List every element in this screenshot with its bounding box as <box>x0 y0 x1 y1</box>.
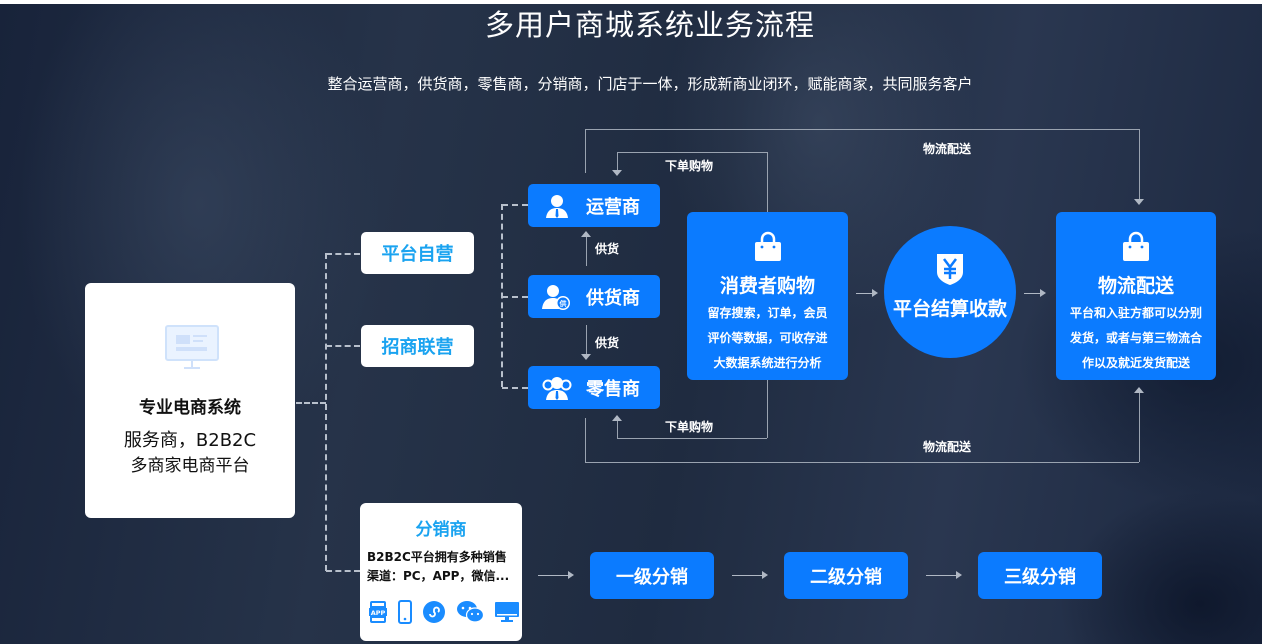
connector-main <box>296 402 326 404</box>
svg-text:供: 供 <box>559 299 567 308</box>
arrow-down-icon <box>612 170 622 176</box>
wechat-icon <box>457 601 484 623</box>
shopping-bag-icon <box>754 231 781 261</box>
mode-merchant-joint[interactable]: 招商联营 <box>361 325 474 367</box>
order-bottom-line-right <box>767 380 768 438</box>
main-card-title: 专业电商系统 <box>139 398 241 418</box>
logistics-bottom-line-right <box>1139 393 1140 462</box>
supplier-user-icon: 供 <box>542 284 572 310</box>
users-group-icon <box>542 375 572 401</box>
arrow-right-icon <box>856 289 878 297</box>
distributor-card[interactable]: 分销商 B2B2C平台拥有多种销售 渠道：PC，APP，微信... APP <box>360 503 522 641</box>
consumer-desc-line: 评价等数据，可收存进 <box>707 331 828 345</box>
level-1-distribution[interactable]: 一级分销 <box>590 552 714 599</box>
settlement-title: 平台结算收款 <box>892 298 1007 320</box>
order-top-line-h <box>617 152 767 153</box>
arrow-right-icon <box>926 571 962 579</box>
main-card-line2: 服务商，B2B2C <box>123 430 257 451</box>
logistics-card[interactable]: 物流配送 平台和入驻方都可以分别 发货，或者与第三物流合 作以及就近发货配送 <box>1056 212 1216 380</box>
arrow-down-icon <box>581 354 591 360</box>
platform-settlement-circle[interactable]: 平台结算收款 <box>884 226 1016 358</box>
consumer-shopping-card[interactable]: 消费者购物 留存搜索，订单，会员 评价等数据，可收存进 大数据系统进行分析 <box>687 212 848 380</box>
page-subtitle: 整合运营商，供货商，零售商，分销商，门店于一体，形成新商业闭环，赋能商家，共同服… <box>327 75 973 93</box>
order-bottom-label: 下单购物 <box>665 420 714 434</box>
user-icon <box>542 193 572 219</box>
role-supplier[interactable]: 供 供货商 <box>528 275 660 318</box>
logistics-top-label: 物流配送 <box>923 142 972 156</box>
arrow-up-icon <box>1134 387 1144 393</box>
role-supplier-label: 供货商 <box>586 287 640 309</box>
svg-text:APP: APP <box>371 609 386 617</box>
role-operator[interactable]: 运营商 <box>528 184 660 227</box>
connector-mode-2 <box>326 345 360 347</box>
arrow-down-icon <box>1134 199 1144 205</box>
logistics-top-line-right <box>1139 129 1140 199</box>
distributor-desc-line: 渠道：PC，APP，微信... <box>367 569 510 583</box>
level-3-distribution[interactable]: 三级分销 <box>978 552 1102 599</box>
order-top-label: 下单购物 <box>665 159 714 173</box>
page-title: 多用户商城系统业务流程 <box>484 8 815 42</box>
logistics-desc-line: 作以及就近发货配送 <box>1081 356 1190 370</box>
order-bottom-line-left <box>617 420 618 438</box>
arrow-right-icon <box>732 571 768 579</box>
arrow-up-icon <box>581 231 591 237</box>
distributor-desc-line: B2B2C平台拥有多种销售 <box>367 550 507 564</box>
monitor-icon <box>165 325 219 369</box>
order-bottom-line-h <box>617 438 767 439</box>
main-card-line3: 多商家电商平台 <box>130 456 250 476</box>
supply-arrow-up-line <box>586 236 587 266</box>
role-operator-label: 运营商 <box>586 196 640 218</box>
arrow-up-icon <box>612 415 622 421</box>
mobile-icon <box>398 600 412 624</box>
supply-arrow-down-line <box>586 325 587 355</box>
yen-shield-icon <box>937 254 963 285</box>
logistics-bottom-line-left <box>585 418 586 462</box>
order-top-line-left <box>617 152 618 170</box>
arrow-right-icon <box>538 571 574 579</box>
pc-monitor-icon <box>495 602 519 622</box>
logistics-desc-line: 平台和入驻方都可以分别 <box>1069 306 1202 320</box>
mini-program-icon <box>423 601 445 623</box>
connector-role-3 <box>502 387 528 389</box>
consumer-desc-line: 大数据系统进行分析 <box>713 356 822 370</box>
level-2-distribution[interactable]: 二级分销 <box>784 552 908 599</box>
supply-label-up: 供货 <box>595 242 620 256</box>
logistics-title: 物流配送 <box>1097 275 1174 297</box>
arrow-right-icon <box>1024 289 1046 297</box>
supply-label-down: 供货 <box>595 336 620 350</box>
logistics-bottom-label: 物流配送 <box>923 440 972 454</box>
logistics-bottom-line-h <box>585 462 1139 463</box>
consumer-title: 消费者购物 <box>719 275 815 297</box>
main-system-card: 专业电商系统 服务商，B2B2C 多商家电商平台 <box>85 283 295 518</box>
role-retailer-label: 零售商 <box>586 378 640 400</box>
shopping-bag-icon <box>1123 231 1149 261</box>
connector-role-1 <box>502 204 528 206</box>
connector-roles-trunk <box>501 204 503 387</box>
logistics-top-line-h <box>585 129 1139 130</box>
role-retailer[interactable]: 零售商 <box>528 366 660 409</box>
consumer-desc-line: 留存搜索，订单，会员 <box>707 306 828 320</box>
distributor-title: 分销商 <box>415 520 467 540</box>
logistics-top-line-left <box>585 129 586 173</box>
connector-role-2 <box>502 296 528 298</box>
app-icon: APP <box>369 601 387 623</box>
connector-trunk <box>325 253 327 571</box>
order-top-line-right <box>767 152 768 212</box>
connector-distributor <box>326 570 360 572</box>
logistics-desc-line: 发货，或者与第三物流合 <box>1069 331 1202 345</box>
connector-mode-1 <box>326 253 360 255</box>
mode-platform-self[interactable]: 平台自营 <box>361 232 474 274</box>
